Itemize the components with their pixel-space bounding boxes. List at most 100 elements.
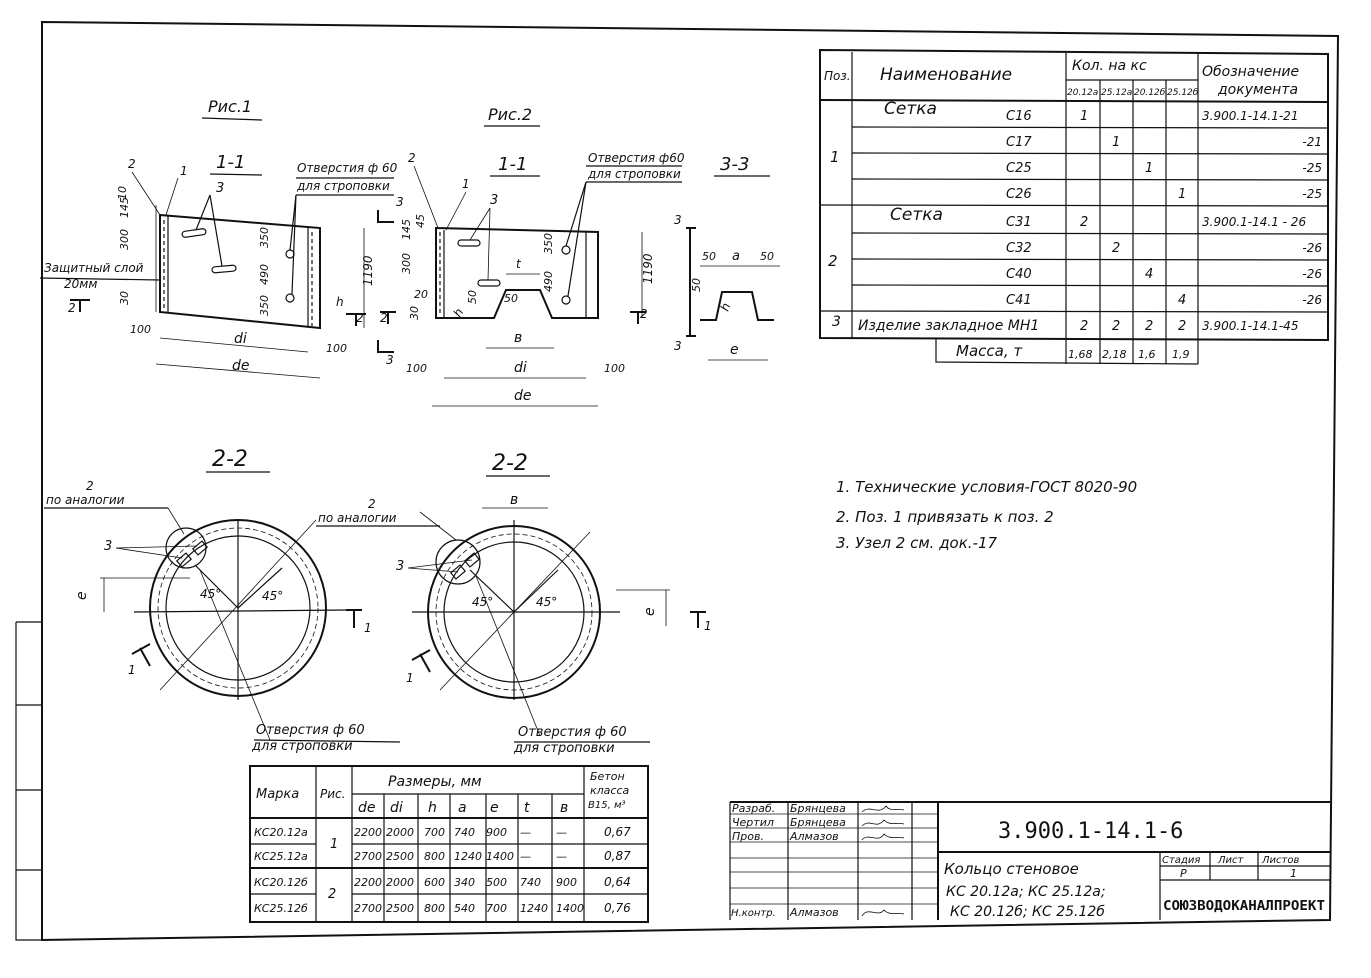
spec-row-qty: 1 [1080, 109, 1088, 124]
size-row-value: 740 [454, 826, 475, 839]
plan2-mark-1b: 1 [406, 671, 414, 685]
spec-row-qty: 2 [1080, 319, 1088, 334]
size-col-header: de [358, 800, 376, 816]
spec-row-doc: -26 [1302, 241, 1322, 255]
fig1-title: Рис.1 [208, 97, 252, 116]
sec33-title: 3-3 [720, 154, 749, 175]
size-row-value: 800 [424, 850, 445, 863]
size-header-beton: Бетон [590, 770, 625, 783]
size-header-ris: Рис. [320, 787, 345, 801]
fig1-dim-de: de [232, 358, 250, 374]
spec-mass-2: 2,18 [1102, 348, 1127, 361]
fig2-dim-de: de [514, 388, 532, 404]
size-row-marka: КС20.12а [254, 826, 308, 839]
size-header-beton3: В15, м³ [588, 800, 626, 811]
spec-row-code: С31 [1006, 215, 1032, 230]
size-row-beton: 0,67 [604, 825, 631, 839]
tb-name-line3: КС 20.12б; КС 25.12б [950, 904, 1105, 920]
size-row-value: 340 [454, 876, 475, 889]
fig1-dim-30: 30 [118, 291, 131, 305]
spec-row-qty: 4 [1178, 293, 1186, 308]
fig2-mark-2a: 2 [380, 311, 388, 325]
size-row-value: 1240 [520, 902, 548, 915]
size-row-value: 2500 [386, 902, 414, 915]
size-row-beton: 0,76 [604, 901, 631, 915]
size-table: Марка Рис. Размеры, мм Бетон класса В15,… [249, 765, 649, 923]
size-row-value: 700 [424, 826, 445, 839]
spec-row-name: Сетка [890, 205, 943, 225]
plan2-mark-1a: 1 [704, 619, 712, 633]
size-col-header: e [490, 800, 499, 816]
fig2-dim-100a: 100 [406, 362, 427, 375]
spec-pos-1: 1 [830, 148, 840, 166]
fig2-dim-di: di [514, 360, 527, 376]
fig2-dim-30: 30 [408, 306, 421, 320]
size-row-value: 2000 [386, 826, 414, 839]
sec33-mark-3a: 3 [674, 213, 682, 227]
spec-mass-3: 1,6 [1138, 348, 1156, 361]
plan1-angle-1: 45° [200, 587, 221, 601]
size-row-value: 2500 [386, 850, 414, 863]
notes: 1. Технические условия-ГОСТ 8020-90 2. П… [836, 478, 1137, 552]
signature-2 [861, 819, 905, 827]
note-3: 3. Узел 2 см. док.-17 [836, 534, 998, 552]
tb-stage: Р [1180, 867, 1187, 880]
plan1-dim-e: e [74, 591, 90, 600]
spec-col-1: 20.12а [1067, 88, 1098, 98]
note-2: 2. Поз. 1 привязать к поз. 2 [836, 508, 1054, 526]
size-row-marka: КС20.12б [254, 876, 308, 889]
spec-row-qty: 2 [1178, 319, 1186, 334]
plan2-title: 2-2 [492, 451, 528, 476]
fig2-dim-300: 300 [400, 253, 413, 274]
spec-row-doc: -25 [1302, 161, 1322, 175]
plan2-angle-2: 45° [536, 595, 557, 609]
spec-mass-1: 1,68 [1068, 348, 1093, 361]
sec33-mark-3b: 3 [674, 339, 682, 353]
tb-sheets: 1 [1290, 867, 1297, 880]
spec-col-3: 20.12б [1134, 88, 1166, 98]
spec-mass-label: Масса, т [956, 342, 1023, 360]
fig1-callout-2: 2 [128, 157, 136, 171]
section-3-3: 3-3 3 3 50 a 50 50 h e [674, 154, 780, 361]
size-header-marka: Марка [256, 787, 299, 802]
fig1-dim-h: h [336, 295, 344, 309]
size-row-value: 1400 [486, 850, 514, 863]
size-row-value: 900 [556, 876, 577, 889]
spec-row-code: С17 [1006, 135, 1032, 150]
fig1-holes-label2: для строповки [296, 179, 390, 193]
fig1-section-title: 1-1 [216, 152, 245, 173]
size-ris-2: 2 [328, 887, 336, 902]
fig1-dim-1190: 1190 [361, 255, 375, 286]
spec-pos-3: 3 [832, 314, 841, 330]
spec-row-qty: 2 [1080, 215, 1088, 230]
figure-1: Рис.1 1-1 Отверстия ф 60 для строповки 2… [39, 97, 398, 379]
plan2-callout-2: 2 [368, 497, 376, 511]
fig2-section-title: 1-1 [498, 154, 527, 175]
size-row-value: 2200 [354, 876, 382, 889]
fig2-dim-1190: 1190 [641, 253, 655, 284]
spec-col-4: 25.12б [1167, 88, 1199, 98]
signature-4 [861, 909, 905, 917]
spec-row-doc: -25 [1302, 187, 1322, 201]
spec-row-qty: 2 [1112, 319, 1120, 334]
spec-row-qty: 1 [1145, 161, 1153, 176]
sec33-dim-h: h [718, 301, 734, 313]
size-col-header: t [524, 800, 530, 816]
margin-strip [15, 621, 42, 941]
spec-header-doc: Обозначение [1202, 64, 1299, 80]
spec-row-qty: 1 [1178, 187, 1186, 202]
tb-doc-number: 3.900.1-14.1-6 [998, 819, 1183, 844]
size-header-sizes: Размеры, мм [388, 774, 482, 790]
fig2-dim-490: 490 [542, 271, 555, 292]
size-row-value: 900 [486, 826, 507, 839]
spec-row-qty: 2 [1145, 319, 1153, 334]
signature-1 [861, 805, 905, 813]
size-row-value: — [520, 850, 531, 863]
size-row-value: — [556, 850, 567, 863]
spec-header-pos: Поз. [824, 69, 851, 83]
size-row-value: 2700 [354, 850, 382, 863]
fig1-callout-1: 1 [180, 164, 188, 178]
spec-row-doc: -26 [1302, 293, 1322, 307]
